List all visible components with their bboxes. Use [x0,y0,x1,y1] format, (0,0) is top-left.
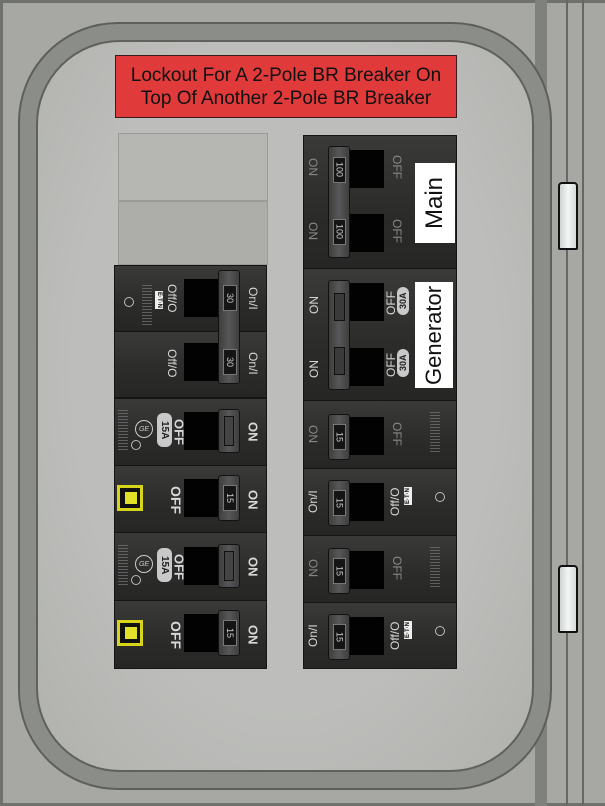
rating-label: 100 [333,157,346,183]
off-label: OFF [390,219,404,243]
title-banner: Lockout For A 2-Pole BR Breaker On Top O… [115,55,457,118]
fine-print [118,545,128,585]
breaker-handle[interactable]: 15 [328,414,350,460]
square-d-logo [117,620,143,646]
off-label: OFF [390,556,404,580]
breaker-handle[interactable] [218,544,240,588]
handle-window [350,483,384,521]
hinge-line [582,0,584,806]
handle-window [350,417,384,455]
off-label: OFF [384,291,398,315]
off-label: OFF [390,422,404,446]
breaker-handle[interactable]: 15 [328,548,350,594]
on-label: ON [245,625,261,645]
on-label: On/I [246,351,260,375]
off-label: OFF [171,419,187,445]
panel-dead-front [36,40,534,772]
fine-print [118,410,128,450]
generator-label: Generator [415,282,453,388]
on-label: ON [245,490,261,510]
rating-label: 15 [223,485,237,511]
on-label: On/I [306,624,320,648]
handle-window [184,479,218,517]
on-label: On/I [306,490,320,514]
off-label: Off/O [165,283,179,313]
handle-window [350,551,384,589]
rating-label: 15 [333,490,346,516]
handle-window [184,614,218,652]
rating-label: 15 [333,558,346,584]
handle-window [350,348,384,386]
main-label: Main [415,163,455,243]
breaker-handle[interactable]: 15 [218,475,240,521]
off-label: Off/O [165,348,179,378]
rating-label: 15 [333,624,346,650]
ul-mark-icon [131,575,141,585]
off-label: OFF [168,621,184,649]
blank-filler-plate [118,201,268,265]
on-label: ON [245,557,261,577]
ul-mark-icon [435,492,445,502]
rating-label: 30A [397,287,409,315]
on-label: ON [307,360,321,378]
rating-label: 15 [223,620,237,646]
off-label: OFF [168,486,184,514]
off-label: Off/O [388,487,402,517]
breaker-handle[interactable]: 15 [218,610,240,656]
fine-print [142,285,152,325]
ge-logo: GE [135,555,153,573]
rating-label: 30 [223,285,237,311]
rating-label: 30A [397,349,409,377]
handle-window [350,150,384,188]
eaton-logo: E·T·N [155,291,163,309]
on-label: ON [307,296,321,314]
rating-label: 100 [333,219,346,245]
eaton-logo: E·T·N [404,487,412,505]
blank-filler-plate [118,133,268,201]
tied-handle[interactable] [328,280,350,390]
breaker-handle[interactable]: 15 [328,480,350,526]
off-label: Off/O [388,621,402,651]
rating-label: 15A [157,413,172,447]
off-label: OFF [384,353,398,377]
on-label: ON [306,559,320,577]
handle-window [184,279,218,317]
off-label: OFF [390,155,404,179]
handle-window [184,412,218,450]
rating-label: 30 [223,349,237,375]
eaton-logo: E·T·N [404,621,412,639]
on-label: ON [306,158,320,176]
handle-window [350,214,384,252]
breaker-handle[interactable]: 15 [328,614,350,660]
fine-print [430,547,440,587]
tied-handle[interactable]: 30 30 [218,270,240,384]
breaker-handle[interactable] [218,409,240,453]
ul-mark-icon [124,297,134,307]
off-label: OFF [171,554,187,580]
ul-mark-icon [435,626,445,636]
hinge-line [566,0,568,806]
handle-window [350,283,384,321]
on-label: ON [245,422,261,442]
handle-window [184,547,218,585]
rating-label: 15A [157,548,172,582]
square-d-logo [117,485,143,511]
on-label: On/I [246,286,260,310]
hinge-bottom [558,565,578,633]
tied-handle[interactable]: 100 100 [328,146,350,258]
ge-logo: GE [135,420,153,438]
ul-mark-icon [131,440,141,450]
hinge-top [558,182,578,250]
title-line-1: Lockout For A 2-Pole BR Breaker On [130,65,442,86]
on-label: ON [306,425,320,443]
handle-window [184,343,218,381]
handle-window [350,617,384,655]
on-label: ON [306,222,320,240]
title-line-2: Top Of Another 2-Pole BR Breaker [140,88,432,109]
rating-label: 15 [333,424,346,450]
fine-print [430,412,440,452]
